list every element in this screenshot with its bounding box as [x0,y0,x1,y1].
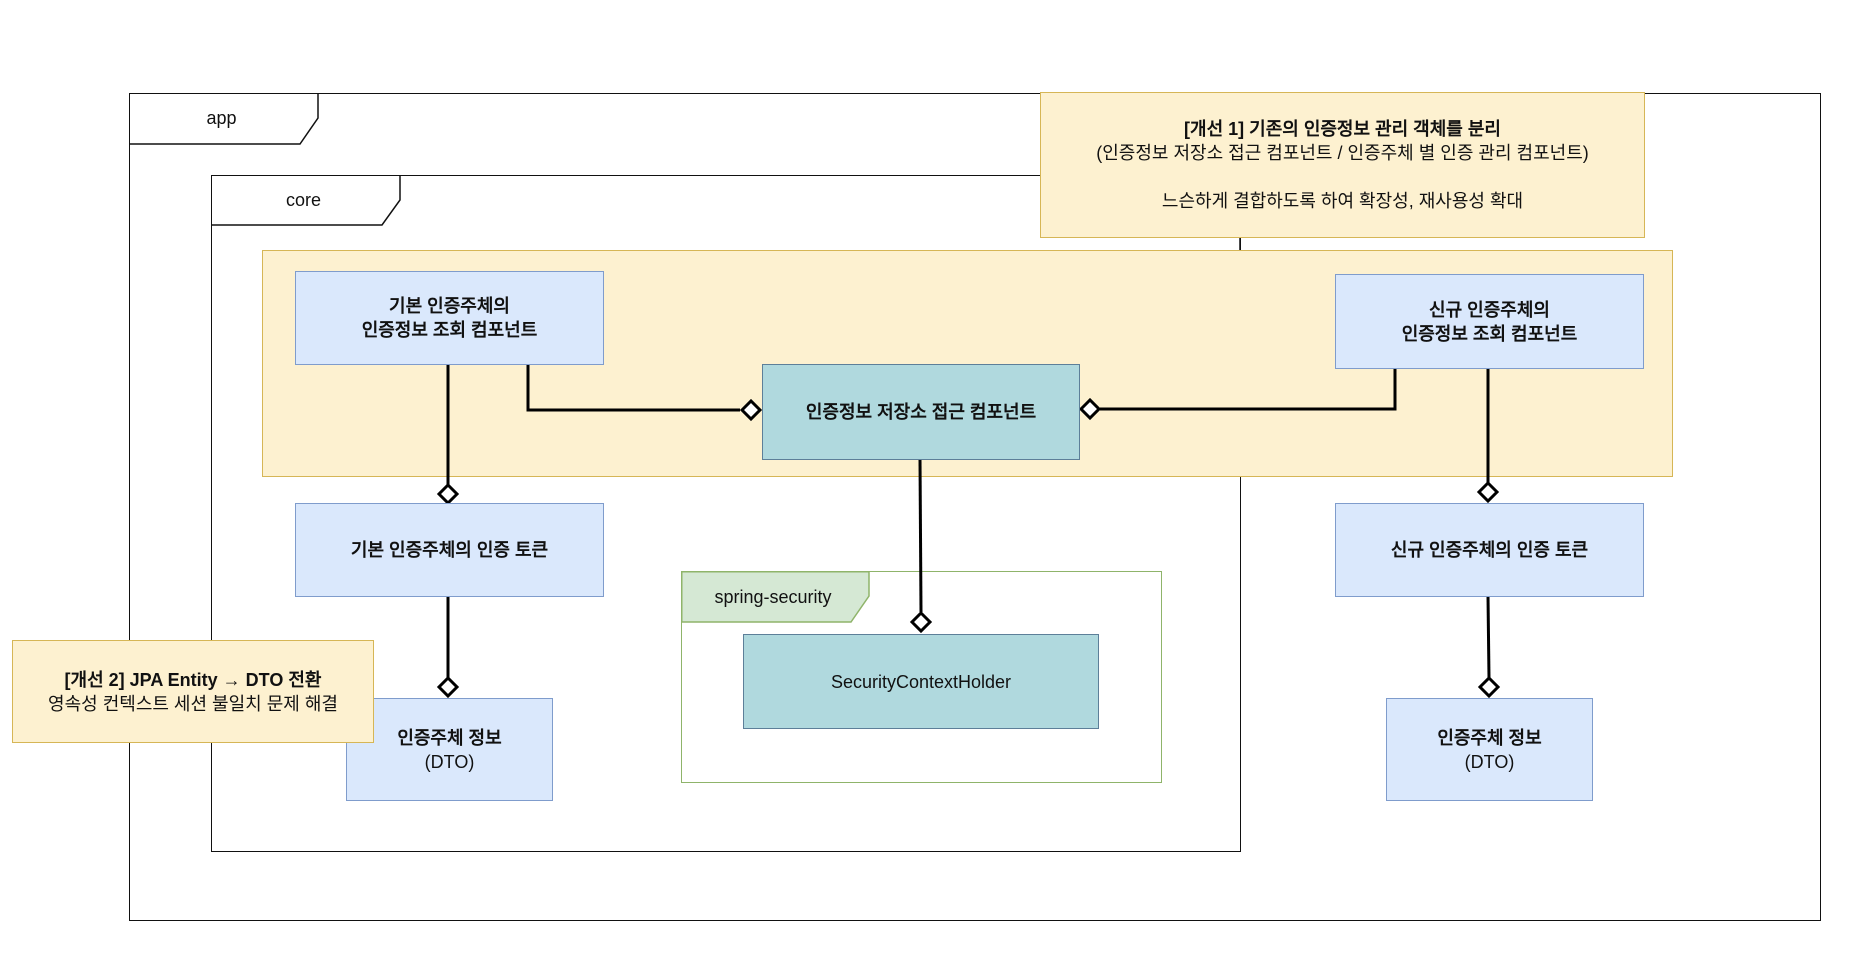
new-lookup-line2: 인증정보 조회 컴포넌트 [1401,323,1578,344]
improvement1-detail: (인증정보 저장소 접근 컴포넌트 / 인증주체 별 인증 관리 컴포넌트) [1096,143,1589,163]
default-auth-token-component[interactable]: 기본 인증주체의 인증 토큰 [295,503,604,597]
default-principal-dto-component[interactable]: 인증주체 정보 (DTO) [346,698,553,801]
new-principal-dto-component[interactable]: 인증주체 정보 (DTO) [1386,698,1593,801]
improvement1-benefit: 느슨하게 결합하도록 하여 확장성, 재사용성 확대 [1161,191,1524,211]
default-token-label: 기본 인증주체의 인증 토큰 [350,540,549,560]
core-package-frame [211,175,1241,852]
connector-new-token-to-dto [1486,595,1491,679]
default-dto-line1: 인증주체 정보 [397,727,502,748]
new-lookup-line1: 신규 인증주체의 [1429,299,1550,320]
improvement2-note: [개선 2] JPA Entity → DTO 전환 영속성 컨텍스트 세션 불… [12,640,374,743]
spring-security-package-label: spring-security [714,586,832,607]
aggregation-diamond-icon [739,398,763,422]
connector-default-lookup-to-storage [526,364,740,412]
aggregation-diamond-icon [1476,480,1500,504]
connector-storage-to-security-context [918,458,923,613]
new-auth-lookup-component[interactable]: 신규 인증주체의 인증정보 조회 컴포넌트 [1335,274,1644,369]
improvement2-title: [개선 2] JPA Entity → DTO 전환 [64,669,322,690]
app-package-frame [129,93,1821,921]
default-auth-lookup-component[interactable]: 기본 인증주체의 인증정보 조회 컴포넌트 [295,271,604,365]
default-dto-line2: (DTO) [424,751,475,772]
connector-new-lookup-to-storage [1100,368,1397,411]
new-dto-line2: (DTO) [1464,751,1515,772]
storage-access-label: 인증정보 저장소 접근 컴포넌트 [805,402,1037,422]
app-package-label: app [206,107,237,128]
default-lookup-line1: 기본 인증주체의 [389,296,510,316]
aggregation-diamond-icon [1477,675,1501,699]
aggregation-diamond-icon [1078,397,1102,421]
improvement2-detail: 영속성 컨텍스트 세션 불일치 문제 해결 [48,693,338,714]
aggregation-diamond-icon [436,482,460,506]
core-package-label: core [285,189,321,210]
aggregation-diamond-icon [436,675,460,699]
auth-storage-access-component[interactable]: 인증정보 저장소 접근 컴포넌트 [762,364,1080,460]
security-context-holder-component[interactable]: SecurityContextHolder [743,634,1099,729]
improvement1-note: [개선 1] 기존의 인증정보 관리 객체를 분리 (인증정보 저장소 접근 컴… [1040,92,1645,238]
improvement1-title: [개선 1] 기존의 인증정보 관리 객체를 분리 [1184,119,1501,139]
new-auth-token-component[interactable]: 신규 인증주체의 인증 토큰 [1335,503,1644,597]
new-token-label: 신규 인증주체의 인증 토큰 [1390,540,1589,560]
aggregation-diamond-icon [909,610,933,634]
new-dto-line1: 인증주체 정보 [1437,727,1542,748]
default-lookup-line2: 인증정보 조회 컴포넌트 [361,320,538,340]
security-context-holder-label: SecurityContextHolder [830,671,1012,692]
